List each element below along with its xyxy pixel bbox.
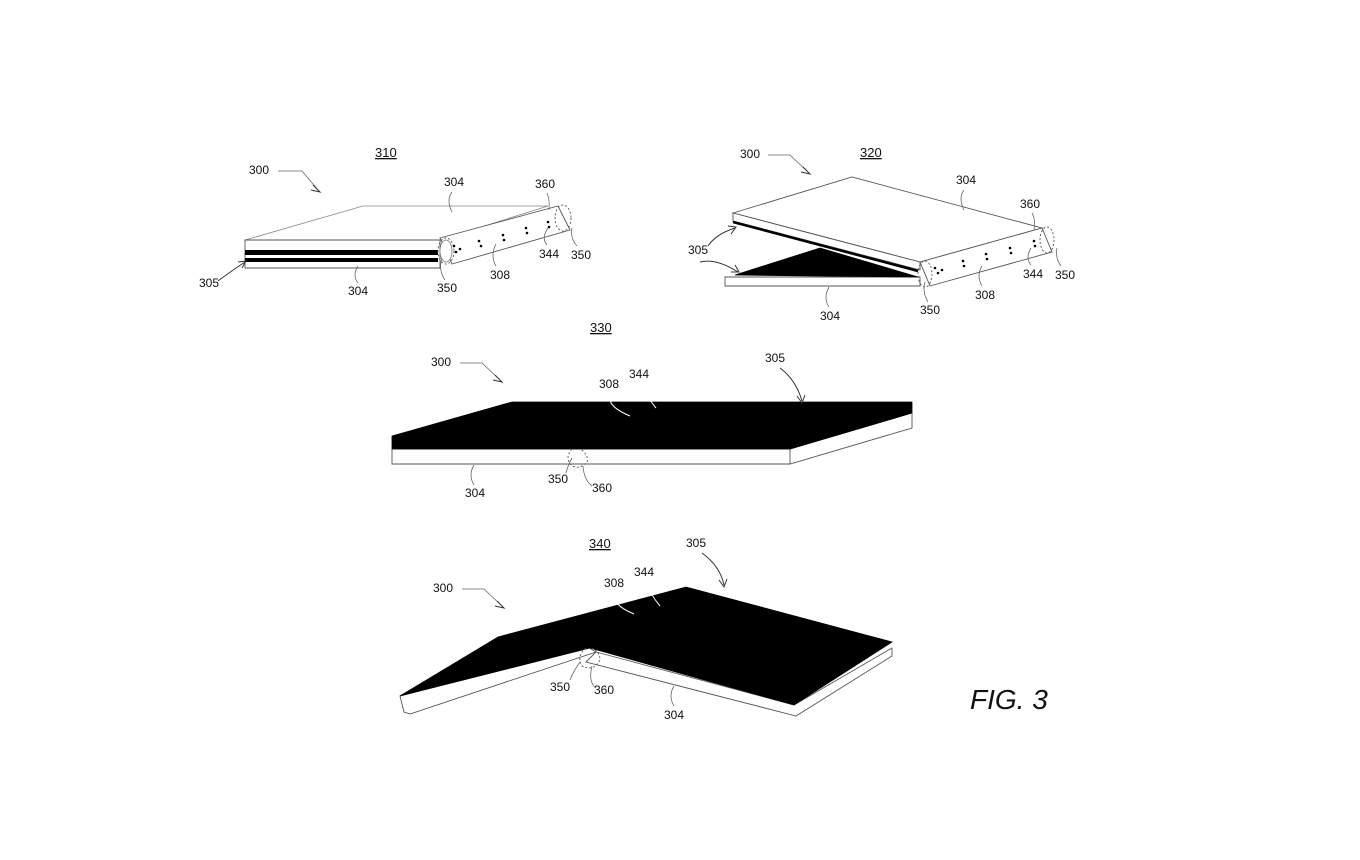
ref-hinge-cover: 360 bbox=[535, 177, 555, 191]
ref-housing-top: 304 bbox=[444, 175, 464, 189]
view-310-label: 310 bbox=[375, 145, 397, 160]
ref-hinge-left: 350 bbox=[437, 281, 457, 295]
ref-housing-bottom: 304 bbox=[820, 309, 840, 323]
ref-circuit: 308 bbox=[599, 377, 619, 391]
ref-display: 305 bbox=[686, 536, 706, 550]
display-layer-lower bbox=[245, 258, 438, 262]
ref-processor: 344 bbox=[539, 247, 559, 261]
leader-hinge-right bbox=[1057, 248, 1062, 266]
device-340-drawing bbox=[400, 587, 892, 716]
leader-hinge-right bbox=[572, 228, 577, 246]
ref-housing-bottom: 304 bbox=[348, 284, 368, 298]
view-340: 340 300 308 344 305 350 360 304 bbox=[400, 536, 892, 722]
leader-hinge-left bbox=[924, 282, 928, 302]
leader-display bbox=[780, 368, 802, 401]
ref-housing: 304 bbox=[465, 486, 485, 500]
ref-circuit: 308 bbox=[604, 576, 624, 590]
ref-circuit: 308 bbox=[975, 288, 995, 302]
figure-title: FIG. 3 bbox=[970, 684, 1048, 715]
leader-hinge-cover bbox=[583, 466, 592, 486]
arrow-device bbox=[311, 185, 320, 192]
ref-processor: 344 bbox=[629, 367, 649, 381]
ref-hinge-cover: 360 bbox=[594, 683, 614, 697]
leader-display-lower bbox=[700, 261, 738, 272]
leader-housing bbox=[671, 686, 674, 706]
ref-circuit: 308 bbox=[490, 268, 510, 282]
leader-display bbox=[702, 553, 724, 585]
leader-display-upper bbox=[708, 228, 735, 246]
ref-display: 305 bbox=[765, 351, 785, 365]
ref-hinge: 350 bbox=[550, 680, 570, 694]
device-320-drawing bbox=[725, 177, 1054, 287]
ref-display: 305 bbox=[199, 276, 219, 290]
view-330-label: 330 bbox=[590, 320, 612, 335]
ref-device: 300 bbox=[249, 163, 269, 177]
device-310-drawing bbox=[245, 205, 571, 268]
ref-hinge-left: 350 bbox=[920, 303, 940, 317]
ref-housing: 304 bbox=[664, 708, 684, 722]
ref-device: 300 bbox=[431, 355, 451, 369]
arrow-device bbox=[493, 375, 502, 382]
leader-housing-bottom bbox=[355, 266, 358, 283]
leader-housing-bottom bbox=[826, 287, 829, 307]
ref-hinge-cover: 360 bbox=[1020, 197, 1040, 211]
device-330-drawing bbox=[392, 402, 912, 467]
bottom-housing bbox=[725, 277, 920, 286]
view-330: 330 300 308 344 305 304 350 360 bbox=[392, 320, 912, 500]
leader-device bbox=[460, 363, 500, 380]
leader-housing bbox=[471, 465, 474, 485]
ref-hinge-right: 350 bbox=[1055, 268, 1075, 282]
leader-hinge-cover bbox=[547, 193, 549, 210]
view-340-label: 340 bbox=[589, 536, 611, 551]
ref-hinge-cover: 360 bbox=[592, 481, 612, 495]
ref-housing-top: 304 bbox=[956, 173, 976, 187]
leader-device bbox=[462, 589, 502, 606]
ref-hinge-right: 350 bbox=[571, 248, 591, 262]
leader-device bbox=[768, 155, 808, 172]
ref-device: 300 bbox=[433, 581, 453, 595]
leader-hinge bbox=[570, 662, 580, 680]
leader-display bbox=[218, 262, 245, 281]
view-320: 320 bbox=[688, 145, 1075, 323]
arrow-device bbox=[801, 167, 810, 174]
ref-processor: 344 bbox=[1023, 267, 1043, 281]
leader-device bbox=[278, 171, 318, 190]
view-310: 310 bbox=[199, 145, 591, 298]
ref-processor: 344 bbox=[634, 565, 654, 579]
arrow-device bbox=[495, 601, 504, 608]
view-320-label: 320 bbox=[860, 145, 882, 160]
ref-hinge: 350 bbox=[548, 472, 568, 486]
display-layer-upper bbox=[245, 250, 438, 255]
ref-display: 305 bbox=[688, 243, 708, 257]
ref-device: 300 bbox=[740, 147, 760, 161]
